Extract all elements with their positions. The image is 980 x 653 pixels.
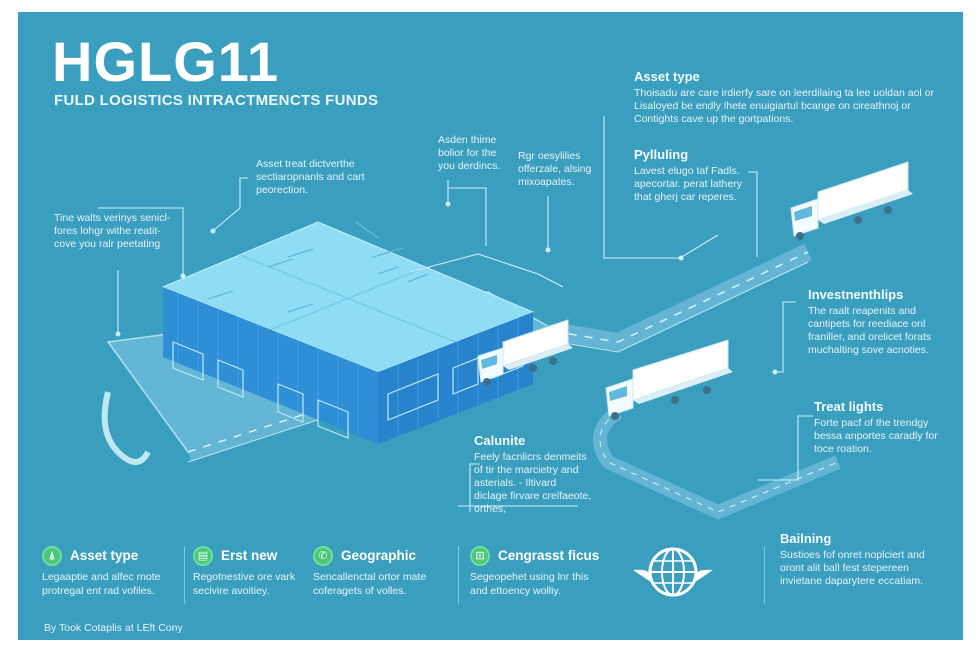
annotation-pylluling: Pylluling Lavest elugo taf Fadls. apecor… [634,148,746,204]
annotation-calunite: Calunite Feely facnlicrs denmeits of tir… [474,434,592,516]
annotation-mid-callout-2: Rgr oesylilies offerzale, alsing mixoapa… [518,150,598,189]
annotation-bailning: Bailning Sustioes fof onret noplciert an… [780,532,940,588]
truck-2 [790,161,913,240]
feature-title: Cengrasst ficus [498,548,600,563]
annotation-text: Feely facnlicrs denmeits of tir the marc… [474,451,592,515]
annotation-title: Calunite [474,433,526,448]
annotation-text: Sustioes fof onret noplciert and oront a… [780,549,925,587]
truck-3 [605,339,733,420]
feature-text: Sencallenctal ortor mate coferagets of v… [313,571,427,597]
logistics-scene-illustration [98,116,913,597]
page-title: HGLG11 [52,30,279,93]
annotation-title: Asset type [634,69,700,84]
page-subtitle: FULD LOGISTICS INTRACTMENCTS FUNDS [54,92,379,109]
annotation-text: Asset treat dictverthe sectiaropnanls an… [256,158,365,196]
compass-icon: ⍋ [42,546,62,566]
feature-geographic: ✆ Geographic Sencallenctal ortor mate cof… [313,546,438,598]
feature-title: Geographic [341,548,417,563]
feature-text: Segeopehet using lnr this and ettoency w… [470,571,589,597]
truck-1 [477,319,573,386]
annotation-asset-type: Asset type Thoisadu are care irdierfy sa… [634,70,954,126]
download-icon: ⊡ [470,546,490,566]
feature-cengrasst-ficus: ⊡ Cengrasst ficus Segeopehet using lnr th… [470,546,605,598]
document-icon: ▤ [193,546,213,566]
annotation-title: Treat lights [814,399,884,414]
feature-text: Regotnestive ore vark secivire avoitiey. [193,571,296,597]
feature-title: Erst new [221,548,278,563]
footer-credit: By Took Cotaplis at LEft Cony [44,622,183,634]
globe-wings-icon [633,547,713,597]
divider [458,546,459,604]
feature-title: Asset type [70,548,139,563]
annotation-title: Bailning [780,531,832,546]
feature-erst-new: ▤ Erst new Regotnestive ore vark secivire… [193,546,303,598]
feature-asset-type: ⍋ Asset type Legaaptie and alfec rnote pr… [42,546,172,598]
annotation-title: Pylluling [634,147,689,162]
annotation-text: Asden thime bolior for the you derdincs. [438,134,501,172]
annotation-text: Forte pacf of the trendgy bessa anportes… [814,417,938,455]
annotation-text: Lavest elugo taf Fadls. apecortar. perat… [634,165,742,203]
annotation-left-callout: Tine walts verinys senicl- fores lohgr w… [54,212,184,251]
divider [764,546,765,604]
divider [184,546,185,604]
phone-icon: ✆ [313,546,333,566]
annotation-text: Rgr oesylilies offerzale, alsing mixoapa… [518,150,592,188]
annotation-roof-callout: Asset treat dictverthe sectiaropnanls an… [256,158,376,197]
annotation-text: Thoisadu are care irdierfy sare on leerd… [634,87,935,125]
annotation-treat-lights: Treat lights Forte pacf of the trendgy b… [814,400,940,456]
annotation-title: Investnenthlips [808,287,904,302]
annotation-mid-callout-1: Asden thime bolior for the you derdincs. [438,134,508,173]
annotation-investnenthlips: Investnenthlips The raalt reapenits and … [808,288,948,357]
feature-text: Legaaptie and alfec rnote protregal ent … [42,571,161,597]
annotation-text: Tine walts verinys senicl- fores lohgr w… [54,212,171,250]
annotation-text: The raalt reapenits and cantipets for re… [808,305,932,356]
infographic-panel: HGLG11 FULD LOGISTICS INTRACTMENCTS FUND… [18,12,963,640]
